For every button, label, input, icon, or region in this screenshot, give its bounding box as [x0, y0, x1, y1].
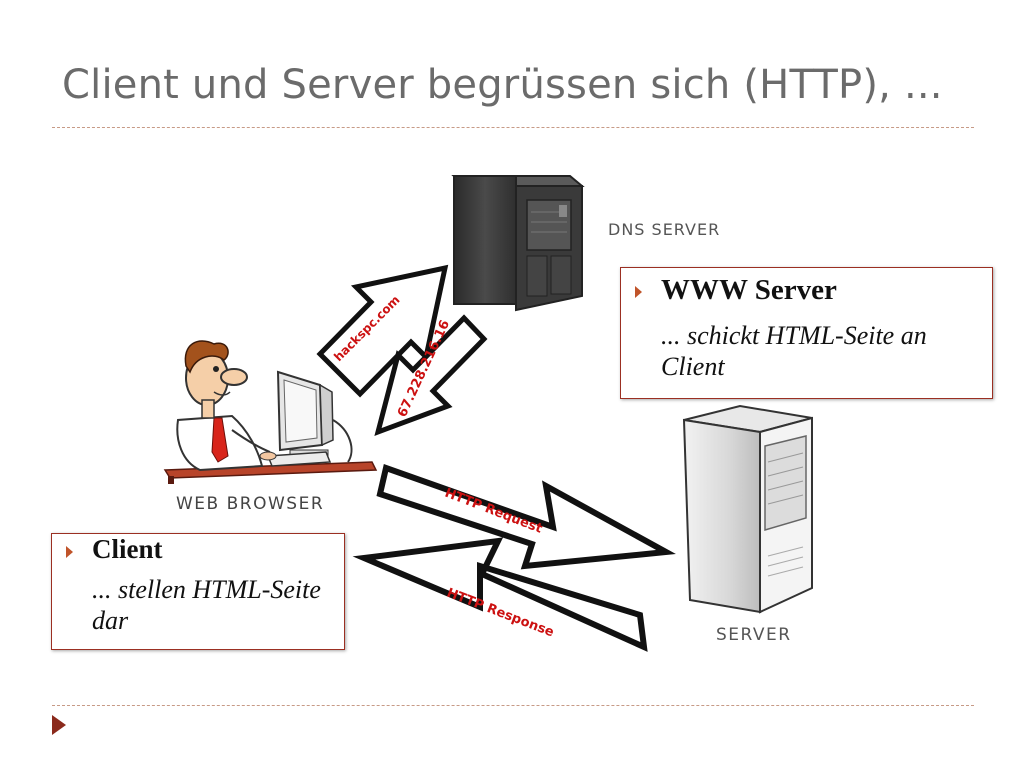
footer-triangle-icon	[52, 715, 66, 735]
bullet-arrow-icon	[635, 286, 642, 298]
slide-title: Client und Server begrüssen sich (HTTP),…	[62, 62, 943, 108]
web-browser-user-icon	[163, 340, 378, 484]
www-server-heading: WWW Server	[661, 274, 837, 306]
footer-divider	[52, 705, 974, 706]
web-server-icon	[682, 404, 813, 614]
dns-server-label: DNS SERVER	[608, 220, 720, 239]
dns-server-icon	[451, 175, 585, 312]
www-server-description: ... schickt HTML-Seite an Client	[661, 321, 927, 381]
client-callout: Client ... stellen HTML-Seite dar	[51, 533, 345, 650]
title-divider	[52, 127, 974, 128]
client-heading: Client	[92, 534, 163, 564]
client-description: ... stellen HTML-Seite dar	[92, 575, 321, 635]
server-label: SERVER	[716, 625, 792, 645]
bullet-arrow-icon	[66, 546, 73, 558]
www-server-callout: WWW Server ... schickt HTML-Seite an Cli…	[620, 267, 993, 399]
web-browser-label: WEB BROWSER	[176, 494, 324, 514]
